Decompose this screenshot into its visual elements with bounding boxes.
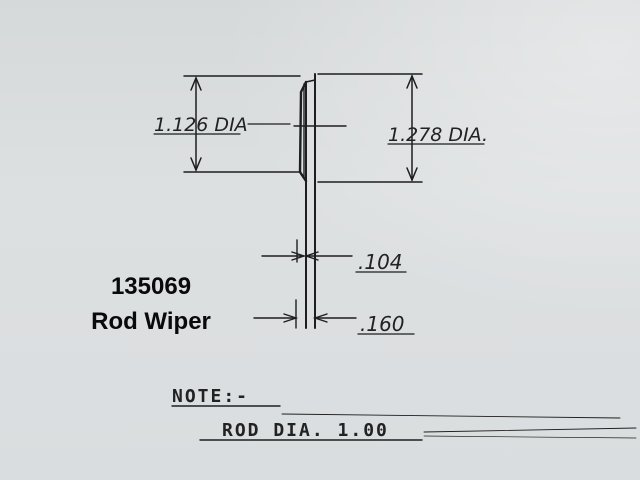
note-ruled-line-2	[423, 427, 637, 433]
inner-dia-arrow-top	[190, 76, 202, 91]
seal-flange-top	[305, 79, 316, 83]
note-heading: NOTE:-	[172, 386, 249, 407]
part-number: 135069	[110, 273, 192, 300]
overall-thickness-label: .160	[360, 312, 405, 336]
outer-dia-arrow-bottom	[406, 167, 418, 182]
lip-thickness-label: .104	[358, 250, 403, 274]
lip-thickness-arrow-right	[303, 251, 319, 261]
inner-dia-arrow-bottom	[190, 157, 202, 172]
part-name: Rod Wiper	[91, 308, 211, 335]
outer-dia-arrow-top	[406, 74, 418, 89]
note-ruled-line-3	[423, 435, 637, 439]
inner-dia-label: 1.126 DIA	[154, 114, 248, 136]
outer-dia-label: 1.278 DIA.	[388, 124, 488, 146]
overall-thickness-arrow-right	[312, 313, 328, 323]
note-text: ROD DIA. 1.00	[222, 420, 389, 441]
note-ruled-line-1	[281, 413, 621, 419]
